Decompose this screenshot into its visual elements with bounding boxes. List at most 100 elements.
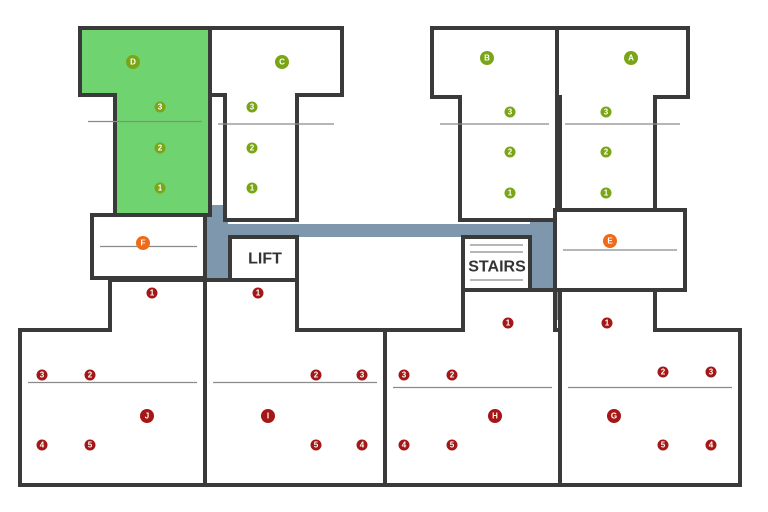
room-badge[interactable]: 4 [398, 439, 410, 451]
room-badge[interactable]: 1 [502, 317, 514, 329]
room-number: 3 [360, 371, 365, 380]
room-badge[interactable]: 3 [246, 101, 258, 113]
flat-f[interactable]: F [90, 213, 207, 280]
room-badge[interactable]: 3 [356, 369, 368, 381]
flat-label: A [628, 54, 634, 63]
room-number: 2 [158, 144, 163, 153]
flat-badge: E [603, 234, 617, 248]
room-number: 1 [506, 319, 511, 328]
flat-badge: B [480, 51, 494, 65]
room-badge[interactable]: 3 [600, 106, 612, 118]
room-badge[interactable]: 3 [154, 101, 166, 113]
room-number: 3 [508, 108, 513, 117]
room-number: 5 [314, 441, 319, 450]
stairs-label: STAIRS [468, 259, 526, 276]
room-number: 5 [661, 441, 666, 450]
room-badge[interactable]: 1 [600, 187, 612, 199]
flat-g[interactable]: G 1 2 3 5 4 [558, 288, 742, 487]
flat-label: I [267, 412, 269, 421]
room-number: 3 [40, 371, 45, 380]
room-number: 5 [450, 441, 455, 450]
room-number: 4 [40, 441, 45, 450]
room-number: 2 [450, 371, 455, 380]
room-number: 3 [604, 108, 609, 117]
room-badge[interactable]: 4 [36, 439, 48, 451]
room-number: 2 [88, 371, 93, 380]
room-badge[interactable]: 5 [84, 439, 96, 451]
room-number: 1 [604, 189, 609, 198]
room-number: 2 [604, 148, 609, 157]
flat-badge: D [126, 55, 140, 69]
room-number: 3 [402, 371, 407, 380]
room-badge[interactable]: 3 [504, 106, 516, 118]
flat-badge: F [136, 236, 150, 250]
flat-label: C [279, 58, 285, 67]
room-badge[interactable]: 1 [154, 182, 166, 194]
flat-badge: I [261, 409, 275, 423]
room-number: 4 [360, 441, 365, 450]
flat-c[interactable]: C 3 2 1 [208, 26, 344, 222]
room-badge[interactable]: 1 [252, 287, 264, 299]
lift-label: LIFT [248, 251, 282, 268]
room-number: 4 [709, 441, 714, 450]
room-badge[interactable]: 2 [84, 369, 96, 381]
room-number: 1 [605, 319, 610, 328]
flat-label: H [492, 412, 498, 421]
room-number: 4 [402, 441, 407, 450]
corridor-horizontal [205, 224, 560, 237]
room-badge[interactable]: 1 [146, 287, 158, 299]
room-number: 2 [250, 144, 255, 153]
flat-label: B [484, 54, 490, 63]
room-number: 2 [508, 148, 513, 157]
room-badge[interactable]: 2 [446, 369, 458, 381]
stairs[interactable]: STAIRS [461, 235, 532, 292]
flat-h[interactable]: H 1 3 2 4 5 [383, 288, 562, 487]
flat-badge: J [140, 409, 154, 423]
room-badge[interactable]: 2 [154, 142, 166, 154]
flat-d[interactable]: D 3 2 1 [78, 26, 212, 217]
room-badge[interactable]: 5 [310, 439, 322, 451]
room-badge[interactable]: 3 [705, 366, 717, 378]
room-badge[interactable]: 2 [310, 369, 322, 381]
flat-badge: H [488, 409, 502, 423]
room-badge[interactable]: 1 [246, 182, 258, 194]
room-badge[interactable]: 2 [246, 142, 258, 154]
room-number: 1 [508, 189, 513, 198]
flat-label: G [611, 412, 617, 421]
room-number: 3 [158, 103, 163, 112]
room-number: 2 [314, 371, 319, 380]
flat-badge: A [624, 51, 638, 65]
room-badge[interactable]: 2 [657, 366, 669, 378]
flat-badge: G [607, 409, 621, 423]
flat-i[interactable]: I 1 2 3 5 4 [203, 278, 387, 487]
room-number: 1 [158, 184, 163, 193]
room-badge[interactable]: 4 [356, 439, 368, 451]
flat-j[interactable]: J 1 3 2 4 5 [18, 278, 207, 487]
flat-b[interactable]: B 3 2 1 [430, 26, 559, 222]
room-number: 5 [88, 441, 93, 450]
room-badge[interactable]: 3 [398, 369, 410, 381]
flat-label: J [145, 412, 149, 421]
room-number: 3 [709, 368, 714, 377]
flat-label: D [130, 58, 136, 67]
room-badge[interactable]: 2 [600, 146, 612, 158]
room-number: 1 [256, 289, 261, 298]
lift[interactable]: LIFT [228, 235, 299, 282]
room-badge[interactable]: 5 [446, 439, 458, 451]
room-badge[interactable]: 4 [705, 439, 717, 451]
room-number: 1 [250, 184, 255, 193]
flat-a[interactable]: A 3 2 1 [555, 26, 690, 222]
room-number: 3 [250, 103, 255, 112]
room-number: 1 [150, 289, 155, 298]
flat-label: F [141, 239, 146, 248]
flat-e[interactable]: E [553, 208, 687, 292]
room-badge[interactable]: 1 [504, 187, 516, 199]
room-badge[interactable]: 5 [657, 439, 669, 451]
room-badge[interactable]: 1 [601, 317, 613, 329]
room-badge[interactable]: 2 [504, 146, 516, 158]
flat-badge: C [275, 55, 289, 69]
flat-label: E [607, 237, 613, 246]
room-badge[interactable]: 3 [36, 369, 48, 381]
